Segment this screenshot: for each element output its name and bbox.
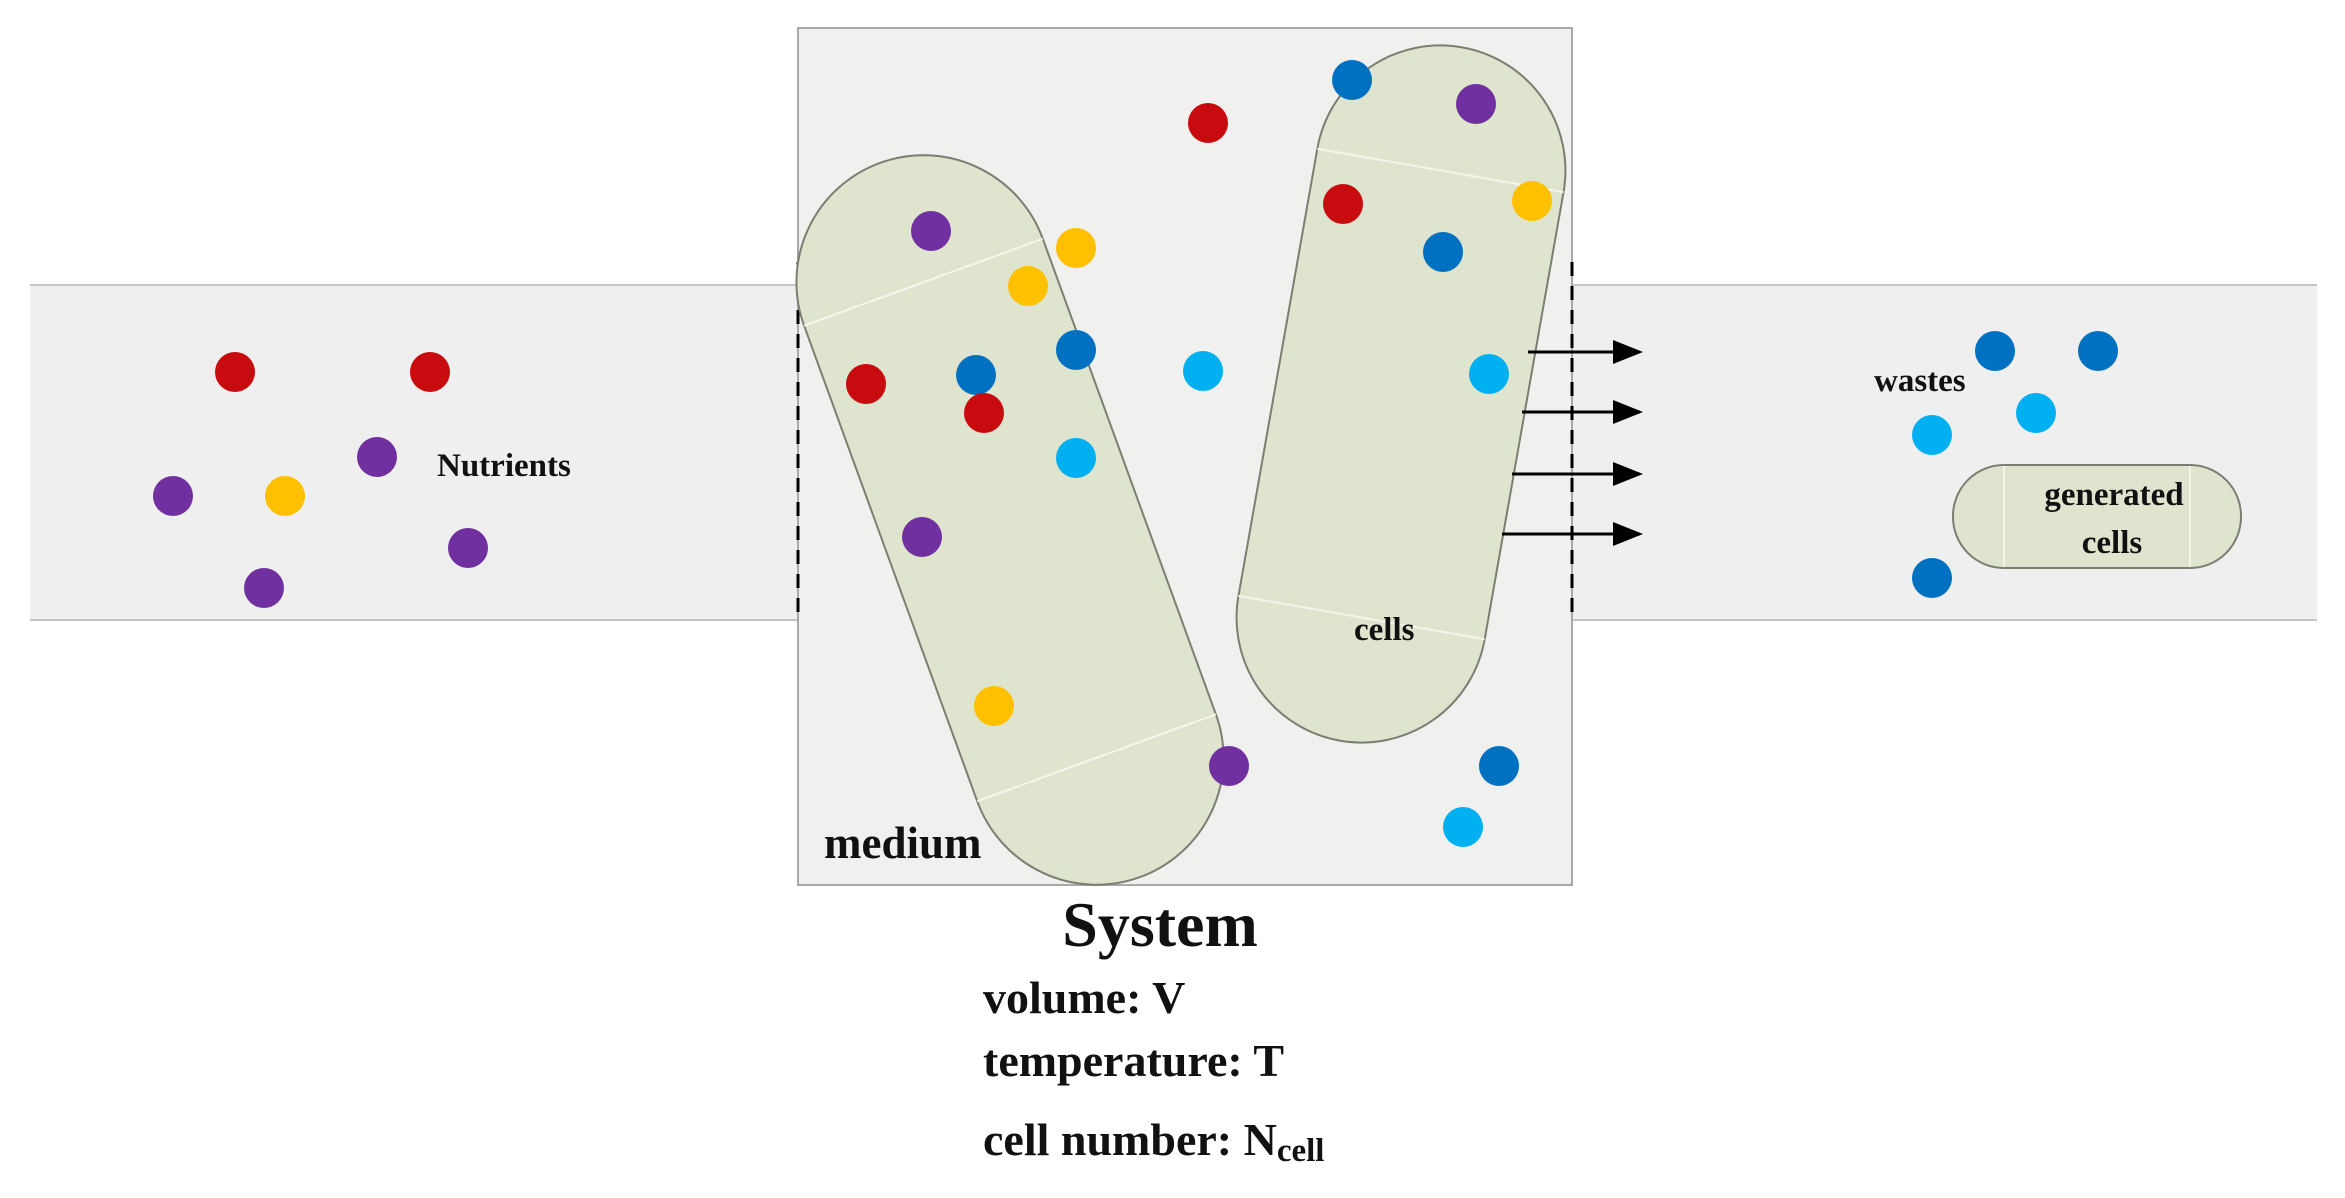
cell-number-subscript: cell [1277, 1133, 1325, 1169]
nutrients-label: Nutrients [437, 448, 571, 484]
molecule-blue [1423, 232, 1463, 272]
molecule-purple [911, 211, 951, 251]
wastes-label: wastes [1874, 363, 1966, 399]
molecule-red [846, 364, 886, 404]
molecule-blue [1056, 330, 1096, 370]
waste-molecule-lightblue [2016, 393, 2056, 433]
waste-molecule-blue [1912, 558, 1952, 598]
generated-cell [1952, 464, 2242, 569]
inlet-channel [30, 285, 800, 620]
waste-molecule-blue [2078, 331, 2118, 371]
nutrient-molecule-purple [153, 476, 193, 516]
medium-label: medium [824, 818, 982, 868]
molecule-lightblue [1056, 438, 1096, 478]
molecule-blue [1479, 746, 1519, 786]
nutrient-molecule-red [410, 352, 450, 392]
molecule-blue [1332, 60, 1372, 100]
molecule-lightblue [1469, 354, 1509, 394]
molecule-lightblue [1183, 351, 1223, 391]
molecule-red [1323, 184, 1363, 224]
nutrient-molecule-purple [244, 568, 284, 608]
nutrient-molecule-purple [357, 437, 397, 477]
molecule-yellow [1512, 181, 1552, 221]
molecules [153, 60, 2118, 847]
generated-cells-label-line2: cells [2082, 525, 2143, 561]
system-title: System [1062, 889, 1258, 960]
molecule-purple [1209, 746, 1249, 786]
molecule-purple [902, 517, 942, 557]
molecule-yellow [974, 686, 1014, 726]
nutrient-molecule-purple [448, 528, 488, 568]
cells-label: cells [1354, 612, 1415, 648]
molecule-purple [1456, 84, 1496, 124]
cell-number-label: cell number: Ncell [983, 1114, 1324, 1169]
molecule-red [964, 393, 1004, 433]
molecule-lightblue [1443, 807, 1483, 847]
molecule-blue [956, 355, 996, 395]
temperature-label: temperature: T [983, 1035, 1284, 1086]
waste-molecule-blue [1975, 331, 2015, 371]
left-cell [795, 154, 1225, 886]
nutrient-molecule-yellow [265, 476, 305, 516]
molecule-red [1188, 103, 1228, 143]
cell-number-text: cell number: N [983, 1114, 1277, 1165]
volume-label: volume: V [983, 972, 1185, 1023]
outflow-arrows [1502, 340, 1643, 546]
waste-molecule-lightblue [1912, 415, 1952, 455]
molecule-yellow [1008, 266, 1048, 306]
generated-cells-label-line1: generated [2044, 477, 2183, 513]
molecule-yellow [1056, 228, 1096, 268]
nutrient-molecule-red [215, 352, 255, 392]
